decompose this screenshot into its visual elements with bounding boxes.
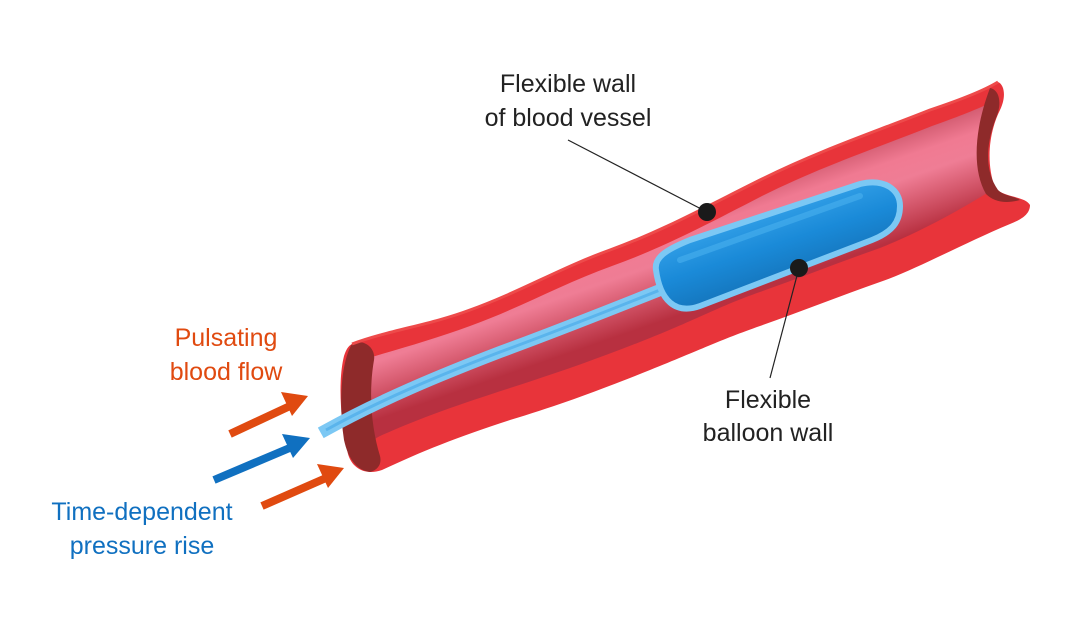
- label-vessel-wall-line2: of blood vessel: [485, 104, 652, 132]
- label-vessel-wall: Flexible wall of blood vessel: [485, 70, 652, 132]
- pressure-arrow-icon: [212, 434, 310, 484]
- label-vessel-wall-line1: Flexible wall: [500, 70, 636, 98]
- label-pressure-rise-line2: pressure rise: [70, 532, 215, 560]
- annotation-vessel-wall: [567, 139, 716, 221]
- label-pressure-rise: Time-dependent pressure rise: [51, 498, 232, 560]
- flow-arrow-icon: [260, 464, 344, 510]
- vessel-far-opening: [976, 88, 1020, 202]
- label-balloon-wall: Flexible balloon wall: [703, 386, 834, 447]
- annotation-balloon-wall: [769, 259, 808, 379]
- leader-line-vessel-wall: [567, 139, 708, 213]
- balloon-body: [652, 179, 904, 312]
- balloon: [652, 179, 904, 312]
- label-balloon-wall-line1: Flexible: [725, 386, 811, 414]
- label-pulsating-flow: Pulsating blood flow: [170, 324, 284, 386]
- balloon-highlight: [677, 193, 863, 263]
- annotation-marker-icon: [790, 259, 808, 277]
- catheter: [317, 282, 668, 439]
- leader-line-balloon-wall: [769, 267, 800, 379]
- label-balloon-wall-line2: balloon wall: [703, 419, 834, 447]
- label-pressure-rise-line1: Time-dependent: [51, 498, 232, 526]
- label-pulsating-flow-line1: Pulsating: [175, 324, 278, 352]
- annotation-marker-icon: [698, 203, 716, 221]
- flow-arrow-icon: [228, 392, 308, 438]
- catheter-tube-core: [325, 288, 661, 432]
- label-pulsating-flow-line2: blood flow: [170, 358, 284, 386]
- vessel-top-rim: [351, 80, 999, 346]
